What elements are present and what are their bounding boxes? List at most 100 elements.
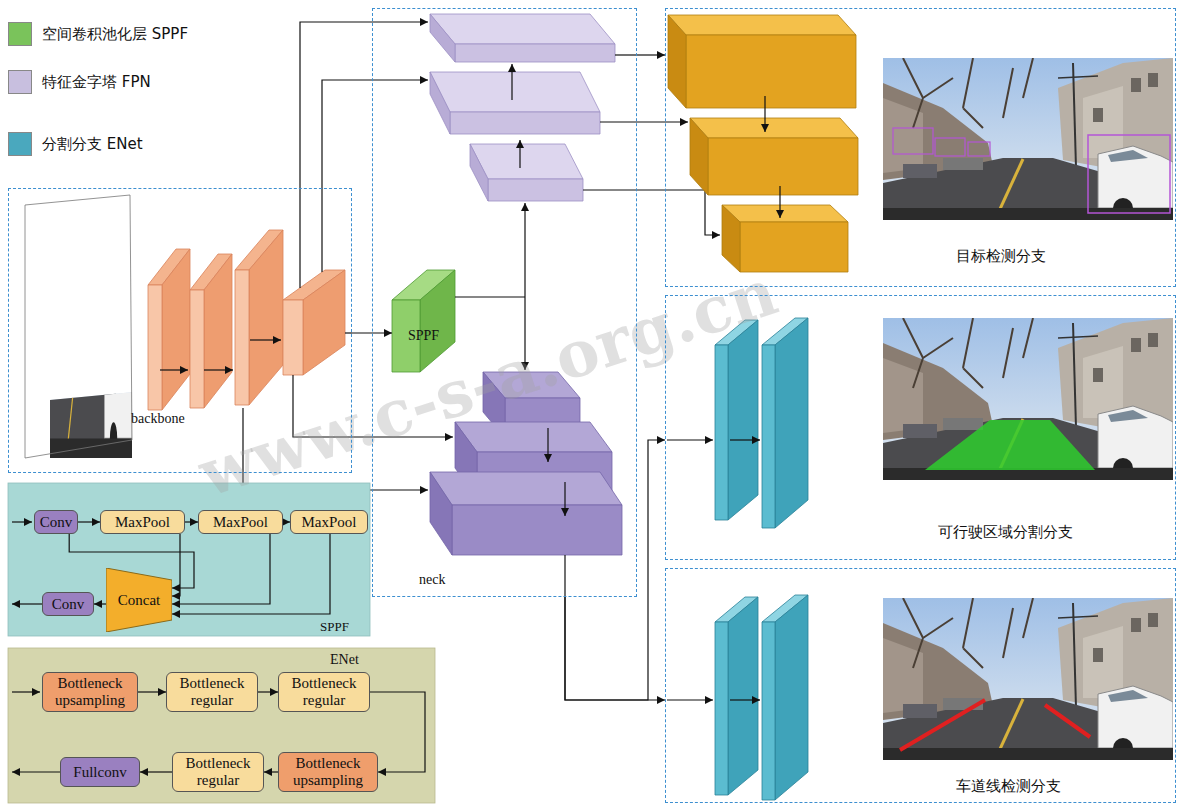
neck-arrows: [615, 54, 637, 55]
connector-arrow: [172, 534, 180, 596]
result-photo-drivable: [883, 318, 1173, 480]
segmentation-arrows: [730, 439, 760, 440]
panel-io-arrows: [12, 603, 42, 604]
input-image: [25, 195, 132, 458]
connector-arrow: [172, 534, 270, 604]
connector-arrow: [258, 691, 278, 692]
node-text: 目标检测分支: [956, 247, 1046, 266]
concat-shape: [106, 568, 172, 632]
bottleneck-box: Bottleneck regular: [278, 672, 370, 712]
maxpool-box: MaxPool: [198, 510, 283, 534]
backbone-arrows: [160, 333, 352, 370]
fpn-lower: [455, 422, 612, 452]
panel-backgrounds: [8, 483, 435, 803]
fpn-upper: [455, 44, 615, 62]
neck-arrows: [564, 555, 565, 597]
fpn-upper: [470, 144, 488, 201]
backbone-arrows: [250, 339, 281, 340]
backbone-blocks: [162, 249, 190, 410]
node-text: Bottleneck upsampling: [47, 675, 133, 709]
node-text: MaxPool: [213, 514, 268, 531]
neck-arrows: [524, 203, 525, 297]
fpn-upper: [430, 72, 600, 112]
legend-text: 特征金字塔 FPN: [42, 73, 151, 92]
backbone-blocks: [283, 300, 303, 375]
skip-connections: [322, 80, 428, 272]
fpn-lower: [452, 505, 622, 555]
connector-arrow: [94, 603, 106, 604]
sppf-block: SPPF: [392, 300, 455, 372]
backbone-blocks: [148, 285, 162, 410]
segmentation-head: [728, 597, 758, 795]
enet-panel: ENetBottleneck upsamplingBottleneck regu…: [8, 648, 435, 803]
input-image: [25, 195, 132, 458]
lane-branch: 车道线检测分支: [665, 568, 1176, 803]
result-photo-detection: [883, 58, 1173, 220]
detection-head: [668, 15, 856, 35]
connector-arrow: [637, 54, 665, 55]
bottleneck-box: Bottleneck regular: [166, 672, 258, 712]
fpn-upper: [430, 14, 615, 201]
sppf-panel: SPPFConvMaxPoolMaxPoolMaxPoolConcatConv: [8, 483, 370, 636]
segmentation-arrows: [667, 699, 713, 700]
fpn-upper: [430, 14, 615, 44]
detection-head: [686, 35, 856, 108]
node-text: Conv: [40, 514, 73, 531]
fpn-upper: [430, 72, 450, 134]
node-text: MaxPool: [301, 514, 356, 531]
legend-swatch: [8, 22, 32, 46]
neck-arrows: [600, 121, 688, 122]
bottleneck-box: Bottleneck upsampling: [42, 672, 138, 712]
node-text: neck: [419, 572, 445, 588]
legend-item: 特征金字塔 FPN: [8, 70, 151, 94]
connector-arrow: [565, 597, 665, 700]
legend-item: 分割分支 ENet: [8, 132, 143, 156]
fpn-lower: [430, 472, 452, 555]
connector-arrow: [78, 521, 100, 522]
segmentation-head: [762, 622, 775, 800]
backbone-arrows: [345, 332, 352, 333]
panel-io-arrows: [12, 691, 40, 692]
legend-swatch: [8, 70, 32, 94]
detection-branch: 目标检测分支: [665, 8, 1176, 287]
neck-arrows: [511, 64, 512, 100]
node-text: MaxPool: [115, 514, 170, 531]
detection-arrows: [779, 186, 780, 218]
detection-arrows: [765, 96, 780, 218]
detection-head: [690, 118, 708, 195]
neck-arrows: [564, 482, 565, 516]
fpn-upper: [450, 112, 600, 134]
node-text: Concat: [118, 592, 161, 609]
result-photo-detection: [935, 138, 965, 156]
connector-arrow: [140, 771, 172, 772]
segmentation-arrows: [667, 439, 713, 440]
backbone-region: backbone: [8, 188, 352, 473]
connector-arrow: [283, 521, 290, 522]
detection-head: [668, 15, 686, 108]
detection-head: [708, 138, 858, 195]
result-photo-lane: [883, 598, 1173, 760]
node-text: SPPF: [408, 328, 439, 344]
result-photo-lane: [1045, 705, 1090, 737]
segmentation-head: [762, 345, 775, 528]
node-text: SPPF: [320, 619, 349, 635]
segmentation-head: [728, 320, 758, 520]
neck-region: neck SPPF: [372, 8, 637, 597]
connector-arrow: [138, 691, 166, 692]
fullconv-box: Fullconv: [60, 757, 140, 787]
neck-arrows: [455, 296, 525, 297]
node-text: Bottleneck regular: [171, 675, 253, 709]
backbone-blocks: [249, 230, 283, 405]
node-text: Bottleneck regular: [177, 755, 259, 789]
result-photo-drivable: [883, 318, 1173, 480]
connector-arrow: [370, 692, 425, 772]
panel-backgrounds: [8, 648, 435, 803]
segmentation-head: [715, 622, 728, 795]
concat-block: Concat: [106, 568, 172, 632]
detection-head: [668, 15, 858, 272]
detection-head: [722, 205, 848, 222]
maxpool-box: MaxPool: [290, 510, 368, 534]
maxpool-box: MaxPool: [100, 510, 185, 534]
backbone-blocks: [303, 270, 345, 375]
